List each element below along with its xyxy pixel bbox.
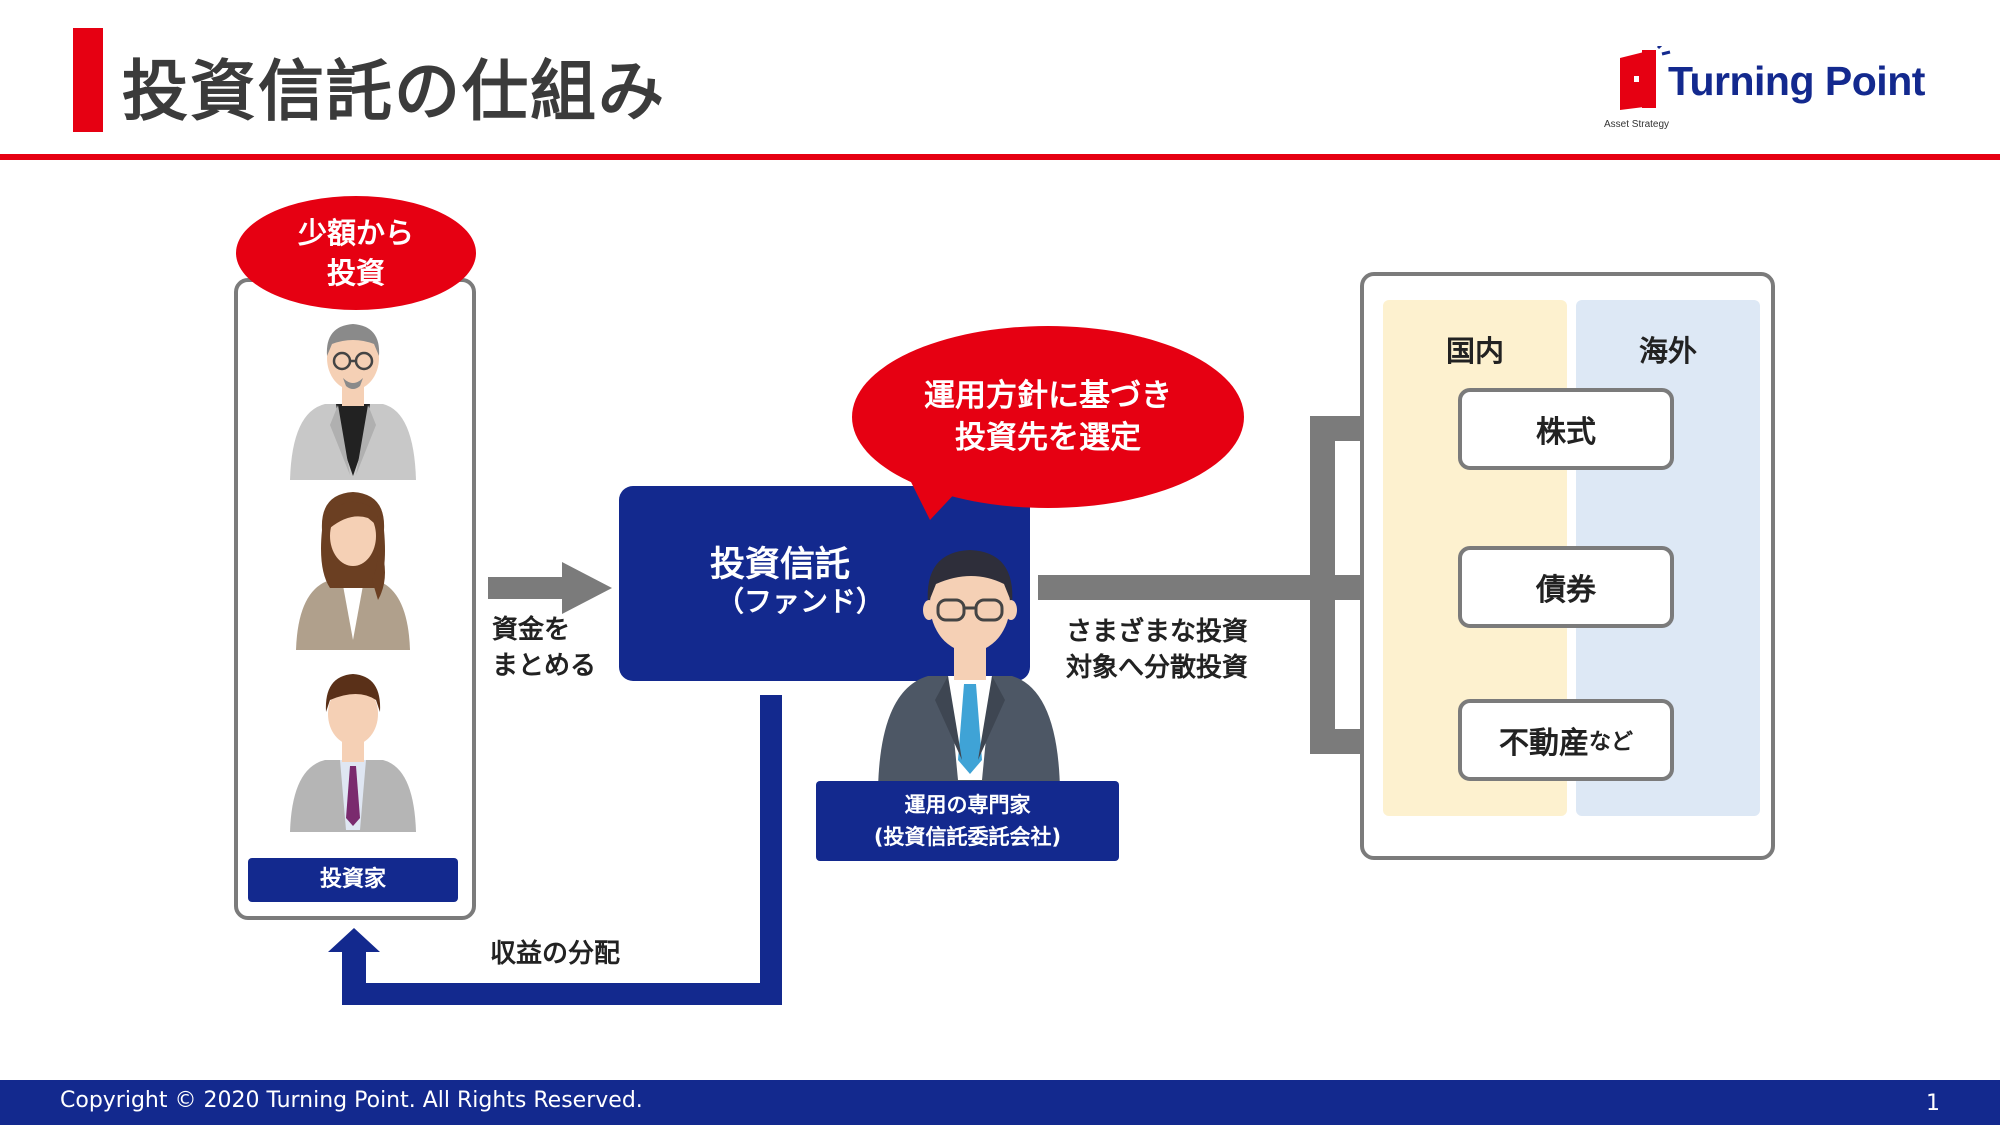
- small-amount-line2: 投資: [326, 256, 385, 290]
- small-amount-line1: 少額から: [297, 216, 414, 250]
- fund-subtitle: （ファンド）: [715, 585, 884, 618]
- page-title: 投資信託の仕組み: [122, 53, 666, 130]
- fund-title: 投資信託: [709, 545, 850, 585]
- asset-real-estate-label: 不動産: [1498, 726, 1589, 761]
- collect-arrow: [488, 562, 612, 614]
- logo-name: Turning Point: [1668, 58, 1925, 104]
- header-divider: [0, 154, 2000, 160]
- selection-policy-line1: 運用方針に基づき: [924, 378, 1172, 414]
- selection-policy-bubble: 運用方針に基づき 投資先を選定: [852, 326, 1244, 508]
- company-logo: [1612, 46, 1942, 134]
- selection-policy-line2: 投資先を選定: [955, 420, 1141, 456]
- woman-icon: [296, 492, 410, 650]
- expert-line2: (投資信託委託会社): [873, 825, 1062, 849]
- asset-bonds-label: 債券: [1536, 573, 1596, 608]
- diversify-line2: 対象へ分散投資: [1066, 653, 1249, 683]
- investor-label: 投資家: [248, 858, 458, 902]
- asset-stocks-label: 株式: [1536, 415, 1596, 450]
- distribution-label: 収益の分配: [490, 939, 621, 969]
- asset-bonds: 債券: [1458, 546, 1674, 628]
- door-logo-icon: [1620, 46, 1671, 110]
- senior-man-icon: [290, 324, 416, 480]
- copyright-text: Copyright © 2020 Turning Point. All Righ…: [60, 1088, 643, 1113]
- domestic-heading: 国内: [1445, 334, 1504, 368]
- title-accent-bar: [73, 28, 103, 132]
- overseas-heading: 海外: [1638, 334, 1697, 368]
- expert-line1: 運用の専門家: [904, 793, 1031, 817]
- footer-bar: [0, 1080, 2000, 1125]
- asset-real-estate-suffix: など: [1588, 730, 1633, 755]
- expert-label: 運用の専門家 (投資信託委託会社): [816, 781, 1119, 861]
- collect-funds-line2: まとめる: [492, 651, 597, 681]
- asset-stocks: 株式: [1458, 388, 1674, 470]
- small-amount-bubble: 少額から 投資: [236, 196, 476, 310]
- return-arrow: [328, 695, 782, 1005]
- asset-real-estate: 不動産など: [1458, 699, 1674, 781]
- diversify-line1: さまざまな投資: [1066, 617, 1249, 647]
- businessman-icon: [878, 550, 1060, 790]
- diversify-label: さまざまな投資 対象へ分散投資: [1066, 614, 1248, 686]
- collect-funds-label: 資金を まとめる: [492, 612, 596, 684]
- collect-funds-line1: 資金を: [492, 615, 571, 645]
- page-number: 1: [1926, 1091, 1940, 1116]
- logo-tagline: Asset Strategy: [1604, 119, 1670, 130]
- young-man-icon: [290, 674, 416, 832]
